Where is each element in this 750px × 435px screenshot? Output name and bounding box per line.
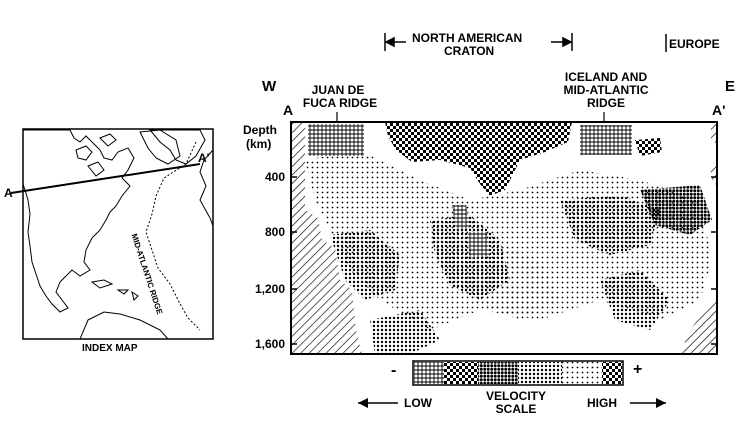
scale-title-line1: VELOCITY <box>485 389 546 403</box>
craton-label-line2: CRATON <box>444 44 495 58</box>
scale-swatch-4 <box>518 362 562 384</box>
depth-axis-label-line1: Depth <box>243 123 277 137</box>
scale-swatch-3 <box>478 362 518 384</box>
iceland-dark-patch <box>635 138 662 156</box>
juan-de-fuca-anomaly <box>308 124 364 156</box>
iceland-label-line2: MID-ATLANTIC <box>563 83 649 97</box>
medium-velocity-region-west <box>330 230 400 300</box>
index-map <box>10 128 214 340</box>
depth-tick-1600: 1,600 <box>254 337 285 351</box>
scale-swatch-2 <box>444 362 478 384</box>
depth-tick-1200: 1,200 <box>254 282 285 296</box>
iceland-anomaly <box>580 125 632 155</box>
depth-tick-400: 400 <box>264 170 285 184</box>
index-point-a-prime: A' <box>198 151 210 165</box>
scale-swatch-5 <box>562 362 602 384</box>
depth-axis-label-line2: (km) <box>246 137 272 151</box>
index-map-frame <box>22 128 214 340</box>
europe-label: EUROPE <box>669 37 720 51</box>
depth-ticks-left <box>291 176 297 345</box>
index-point-a: A <box>4 186 13 200</box>
scale-swatch-1 <box>414 362 444 384</box>
section-frame <box>290 121 718 355</box>
iceland-label-line3: RIDGE <box>586 96 625 110</box>
velocity-scale <box>358 360 666 408</box>
index-map-caption: INDEX MAP <box>82 343 138 354</box>
south-america <box>79 311 170 340</box>
iceland-label-line1: ICELAND AND <box>564 70 648 84</box>
arctic-islands <box>75 129 181 177</box>
high-arrow-head <box>656 398 666 408</box>
scale-plus: + <box>633 361 643 378</box>
scale-title-line2: SCALE <box>495 402 537 416</box>
section-point-a-prime: A' <box>712 102 726 118</box>
caribbean-islands <box>90 279 139 301</box>
section-point-a: A <box>283 102 294 118</box>
craton-label-line1: NORTH AMERICAN <box>412 31 523 45</box>
high-velocity-europe <box>640 185 712 235</box>
scale-minus: - <box>391 362 397 379</box>
mid-mantle-feature <box>452 205 470 230</box>
depth-ticks-right <box>711 176 717 345</box>
right-hatched-strips <box>710 122 717 186</box>
medium-velocity-deep-east <box>600 270 670 330</box>
scale-high: HIGH <box>587 396 617 410</box>
cross-section <box>290 112 718 355</box>
mid-atlantic-ridge-line <box>145 141 201 331</box>
medium-velocity-region-east <box>560 195 660 255</box>
low-arrow-head <box>358 398 368 408</box>
juan-de-fuca-label-line1: JUAN DE <box>311 83 365 97</box>
north-america-landmass <box>22 129 135 313</box>
east-label: E <box>725 78 736 95</box>
section-line <box>10 163 201 194</box>
left-hatched-region <box>291 122 362 354</box>
craton-high-velocity-root <box>385 122 572 196</box>
west-label: W <box>262 78 277 95</box>
europe-africa-edge <box>199 149 214 227</box>
depth-tick-800: 800 <box>264 225 285 239</box>
scale-swatch-6 <box>602 362 622 384</box>
scale-low: LOW <box>404 396 432 410</box>
craton-bracket <box>384 33 667 52</box>
deep-mantle-feature <box>468 232 490 258</box>
medium-velocity-deep-west <box>370 310 440 354</box>
right-hatched-region <box>680 300 717 354</box>
juan-de-fuca-label-line2: FUCA RIDGE <box>302 96 378 110</box>
